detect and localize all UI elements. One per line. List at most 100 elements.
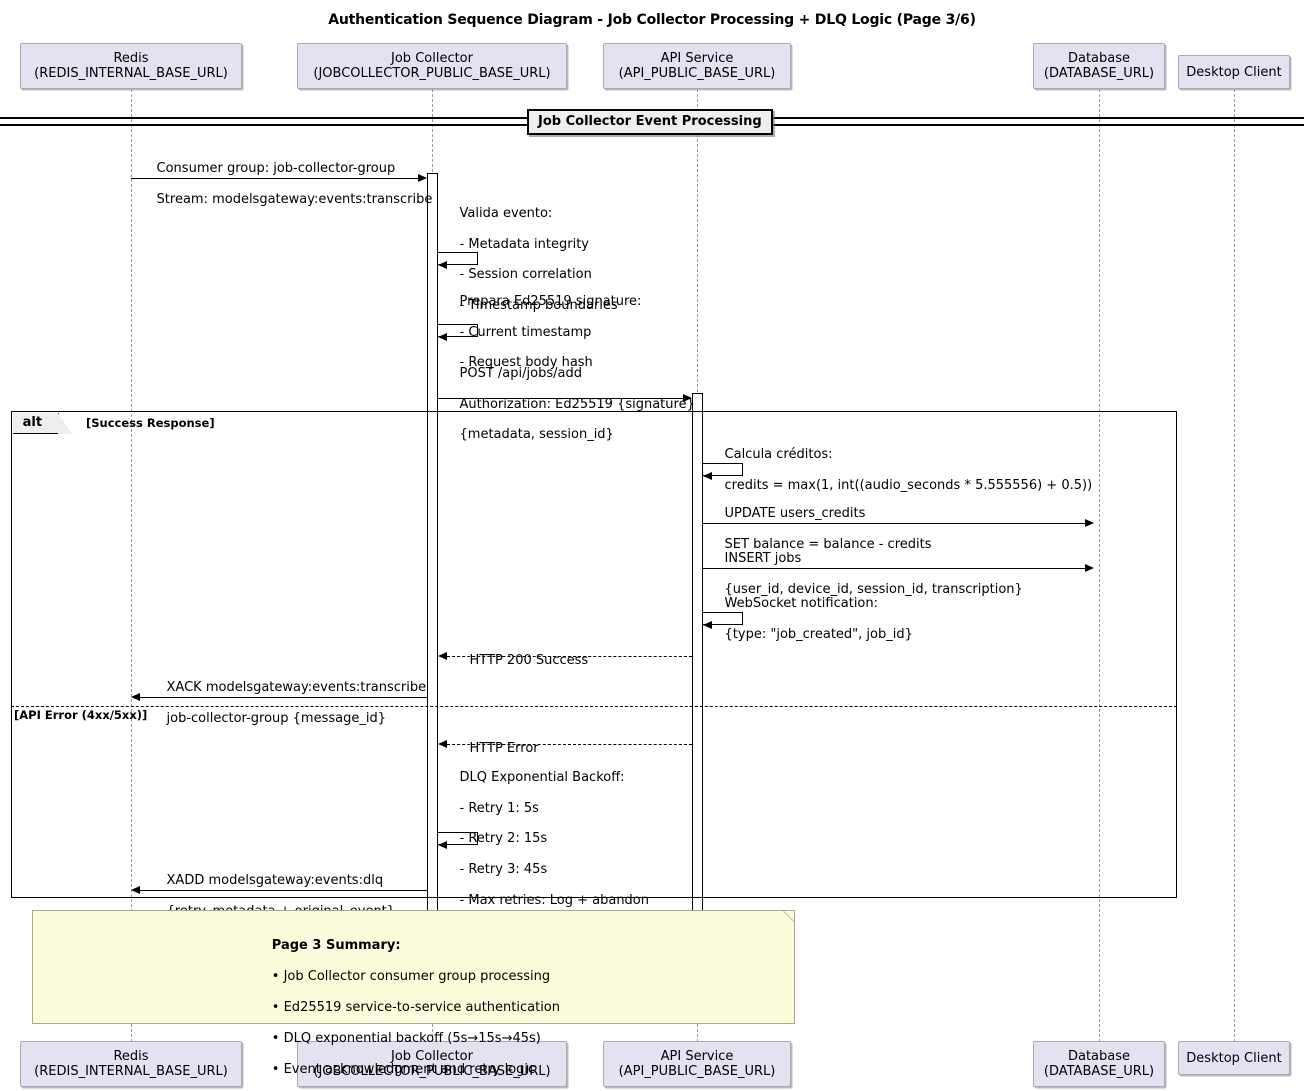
message-m8-selfloop <box>703 612 743 625</box>
message-m11-line0: HTTP Error <box>469 741 539 757</box>
message-m12-line0: DLQ Exponential Backoff: <box>459 770 625 786</box>
participant-db-name-b: Database <box>1067 1049 1131 1064</box>
participant-api-name: API Service <box>660 51 734 66</box>
message-m6-arrowhead <box>1085 518 1094 527</box>
message-m4-line <box>438 398 683 399</box>
participant-jobcol-detail-b: (JOBCOLLECTOR_PUBLIC_BASE_URL) <box>313 1064 551 1079</box>
message-m9-arrowhead <box>438 651 447 660</box>
message-m7-line <box>703 568 1085 569</box>
participant-desktop-bottom[interactable]: Desktop Client <box>1178 1041 1290 1075</box>
note-dogear-fill <box>784 911 794 921</box>
message-m11-label: HTTP Error <box>453 726 539 772</box>
message-m1-line <box>131 178 418 179</box>
participant-db-bottom[interactable]: Database (DATABASE_URL) <box>1033 1041 1165 1087</box>
message-m9-label: HTTP 200 Success <box>453 638 589 684</box>
message-m5-label: Calcula créditos: credits = max(1, int((… <box>708 432 1093 508</box>
message-m2-line0: Valida evento: <box>459 206 553 222</box>
participant-api-name-b: API Service <box>660 1049 734 1064</box>
alt-fragment-keyword: alt <box>12 412 60 434</box>
message-m9-line0: HTTP 200 Success <box>469 653 589 669</box>
message-m2-line3: - Timestamp boundaries <box>459 298 618 314</box>
participant-redis-name: Redis <box>113 51 149 66</box>
message-m8-label: WebSocket notification: {type: "job_crea… <box>708 581 913 657</box>
message-m4-label: POST /api/jobs/add Authorization: Ed2551… <box>443 351 695 458</box>
message-m2-selfloop <box>438 252 478 265</box>
message-m13-line0: XADD modelsgateway:events:dlq <box>166 873 384 889</box>
note-heading: Page 3 Summary: <box>271 937 401 953</box>
participant-desktop-top[interactable]: Desktop Client <box>1178 55 1290 89</box>
participant-redis-top[interactable]: Redis (REDIS_INTERNAL_BASE_URL) <box>20 43 242 89</box>
message-m6-line1: SET balance = balance - credits <box>724 536 932 552</box>
lifeline-desktop <box>1234 89 1235 1047</box>
divider-line-left2 <box>0 124 530 126</box>
message-m8-line1: {type: "job_created", job_id} <box>724 626 913 642</box>
divider-line-right <box>769 117 1304 119</box>
message-m4-line0: POST /api/jobs/add <box>459 366 582 382</box>
section-divider-label: Job Collector Event Processing <box>527 109 773 135</box>
message-m12-arrowhead <box>438 840 447 849</box>
message-m1-arrowhead <box>418 173 427 182</box>
message-m4-arrowhead <box>683 393 692 402</box>
message-m10-line0: XACK modelsgateway:events:transcribe <box>166 680 427 696</box>
participant-desktop-name: Desktop Client <box>1186 64 1282 80</box>
message-m6-line <box>703 523 1085 524</box>
message-m12-line3: - Retry 3: 45s <box>459 862 548 878</box>
participant-jobcol-detail: (JOBCOLLECTOR_PUBLIC_BASE_URL) <box>313 66 551 81</box>
message-m3-line0: Prepara Ed25519 signature: <box>459 294 642 310</box>
participant-api-detail: (API_PUBLIC_BASE_URL) <box>618 66 776 81</box>
participant-api-bottom[interactable]: API Service (API_PUBLIC_BASE_URL) <box>603 1041 791 1087</box>
participant-jobcol-name-b: Job Collector <box>391 1049 473 1064</box>
message-m6-label: UPDATE users_credits SET balance = balan… <box>708 491 932 567</box>
page-summary-note: Page 3 Summary: • Job Collector consumer… <box>32 910 795 1077</box>
alt-branch-1-condition: [API Error (4xx/5xx)] <box>14 708 148 722</box>
participant-redis-detail: (REDIS_INTERNAL_BASE_URL) <box>34 66 228 81</box>
participant-redis-name-b: Redis <box>113 1049 149 1064</box>
message-m2-line2: - Session correlation <box>459 267 592 283</box>
message-m13-line <box>140 890 427 891</box>
message-m2-line1: - Metadata integrity <box>459 236 589 252</box>
message-m7-line0: INSERT jobs <box>724 551 802 567</box>
message-m5-line1: credits = max(1, int((audio_seconds * 5.… <box>724 477 1093 493</box>
lifeline-db <box>1099 89 1100 1047</box>
message-m7-line1: {user_id, device_id, session_id, transcr… <box>724 581 1023 597</box>
message-m5-arrowhead <box>703 471 712 480</box>
message-m5-line0: Calcula créditos: <box>724 447 833 463</box>
message-m11-arrowhead <box>438 739 447 748</box>
message-m10-arrowhead <box>131 692 140 701</box>
participant-redis-bottom[interactable]: Redis (REDIS_INTERNAL_BASE_URL) <box>20 1041 242 1087</box>
participant-desktop-name-b: Desktop Client <box>1186 1050 1282 1066</box>
message-m3-selfloop <box>438 324 478 337</box>
participant-db-name: Database <box>1067 51 1131 66</box>
message-m1-line0: Consumer group: job-collector-group <box>156 161 396 177</box>
alt-fragment-corner-fold <box>58 412 72 434</box>
lifeline-redis <box>131 89 132 1047</box>
message-m4-line1: Authorization: Ed25519 {signature} <box>459 396 695 412</box>
participant-jobcol-top[interactable]: Job Collector (JOBCOLLECTOR_PUBLIC_BASE_… <box>297 43 567 89</box>
message-m12-line2: - Retry 2: 15s <box>459 831 548 847</box>
participant-db-detail-b: (DATABASE_URL) <box>1043 1064 1155 1079</box>
message-m1-line1: Stream: modelsgateway:events:transcribe <box>156 191 433 207</box>
page-title: Authentication Sequence Diagram - Job Co… <box>328 12 976 28</box>
message-m10-line1: job-collector-group {message_id} <box>166 710 386 726</box>
message-m7-label: INSERT jobs {user_id, device_id, session… <box>708 536 1023 612</box>
note-bullet-2: • DLQ exponential backoff (5s→15s→45s) <box>271 1030 541 1046</box>
participant-api-top[interactable]: API Service (API_PUBLIC_BASE_URL) <box>603 43 791 89</box>
participant-jobcol-bottom[interactable]: Job Collector (JOBCOLLECTOR_PUBLIC_BASE_… <box>297 1041 567 1087</box>
message-m13-arrowhead <box>131 885 140 894</box>
note-bullet-1: • Ed25519 service-to-service authenticat… <box>271 999 560 1015</box>
participant-db-top[interactable]: Database (DATABASE_URL) <box>1033 43 1165 89</box>
note-bullet-3: • Event acknowledgment and retry logic <box>271 1061 536 1077</box>
message-m12-line4: - Max retries: Log + abandon <box>459 892 650 908</box>
note-bullet-0: • Job Collector consumer group processin… <box>271 968 551 984</box>
message-m11-line <box>447 744 692 745</box>
alt-fragment <box>11 411 1177 898</box>
message-m8-line0: WebSocket notification: <box>724 596 879 612</box>
note-body: Page 3 Summary: • Job Collector consumer… <box>247 922 592 1091</box>
message-m1-label: Consumer group: job-collector-group Stre… <box>140 146 433 222</box>
message-m2-label: Valida evento: - Metadata integrity - Se… <box>443 191 618 329</box>
message-m2-arrowhead <box>438 260 447 269</box>
message-m3-line1: - Current timestamp <box>459 324 592 340</box>
participant-db-detail: (DATABASE_URL) <box>1043 66 1155 81</box>
message-m10-label: XACK modelsgateway:events:transcribe job… <box>150 665 427 741</box>
